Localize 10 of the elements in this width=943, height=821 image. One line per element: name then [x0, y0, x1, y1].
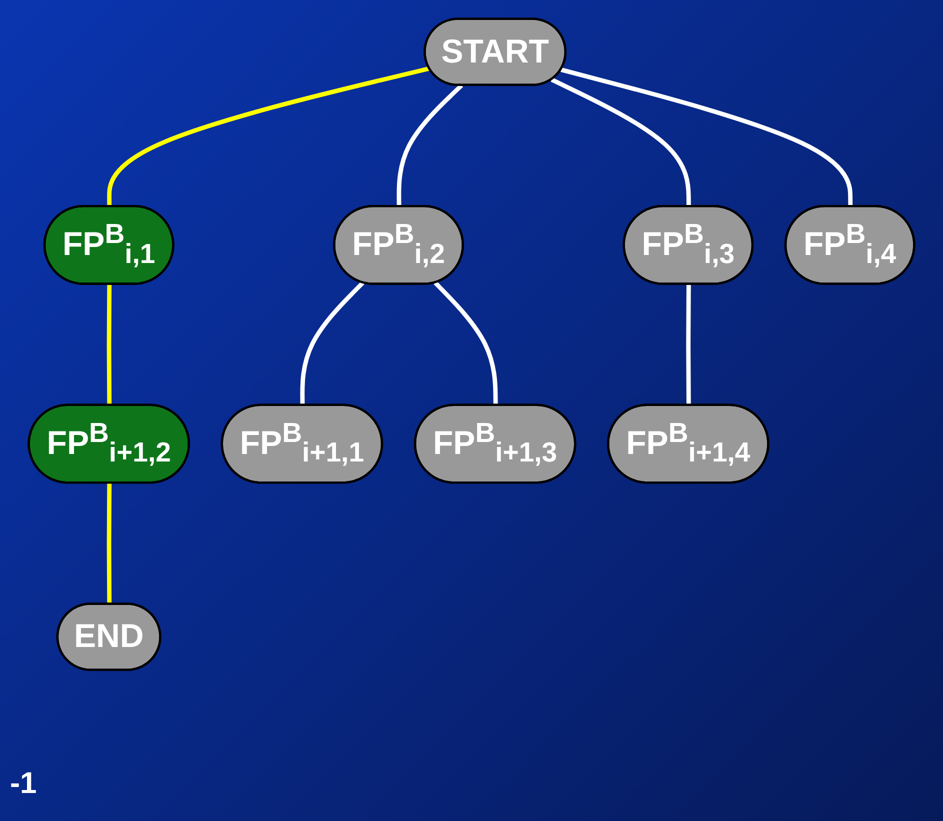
connector	[300, 281, 364, 406]
connector	[434, 281, 498, 406]
connector	[686, 284, 691, 406]
side-label: -1	[10, 767, 37, 800]
connector	[106, 284, 112, 406]
connector	[560, 68, 853, 207]
connector	[107, 66, 430, 207]
connector	[106, 483, 112, 604]
connector	[396, 84, 464, 207]
connector	[550, 78, 691, 207]
